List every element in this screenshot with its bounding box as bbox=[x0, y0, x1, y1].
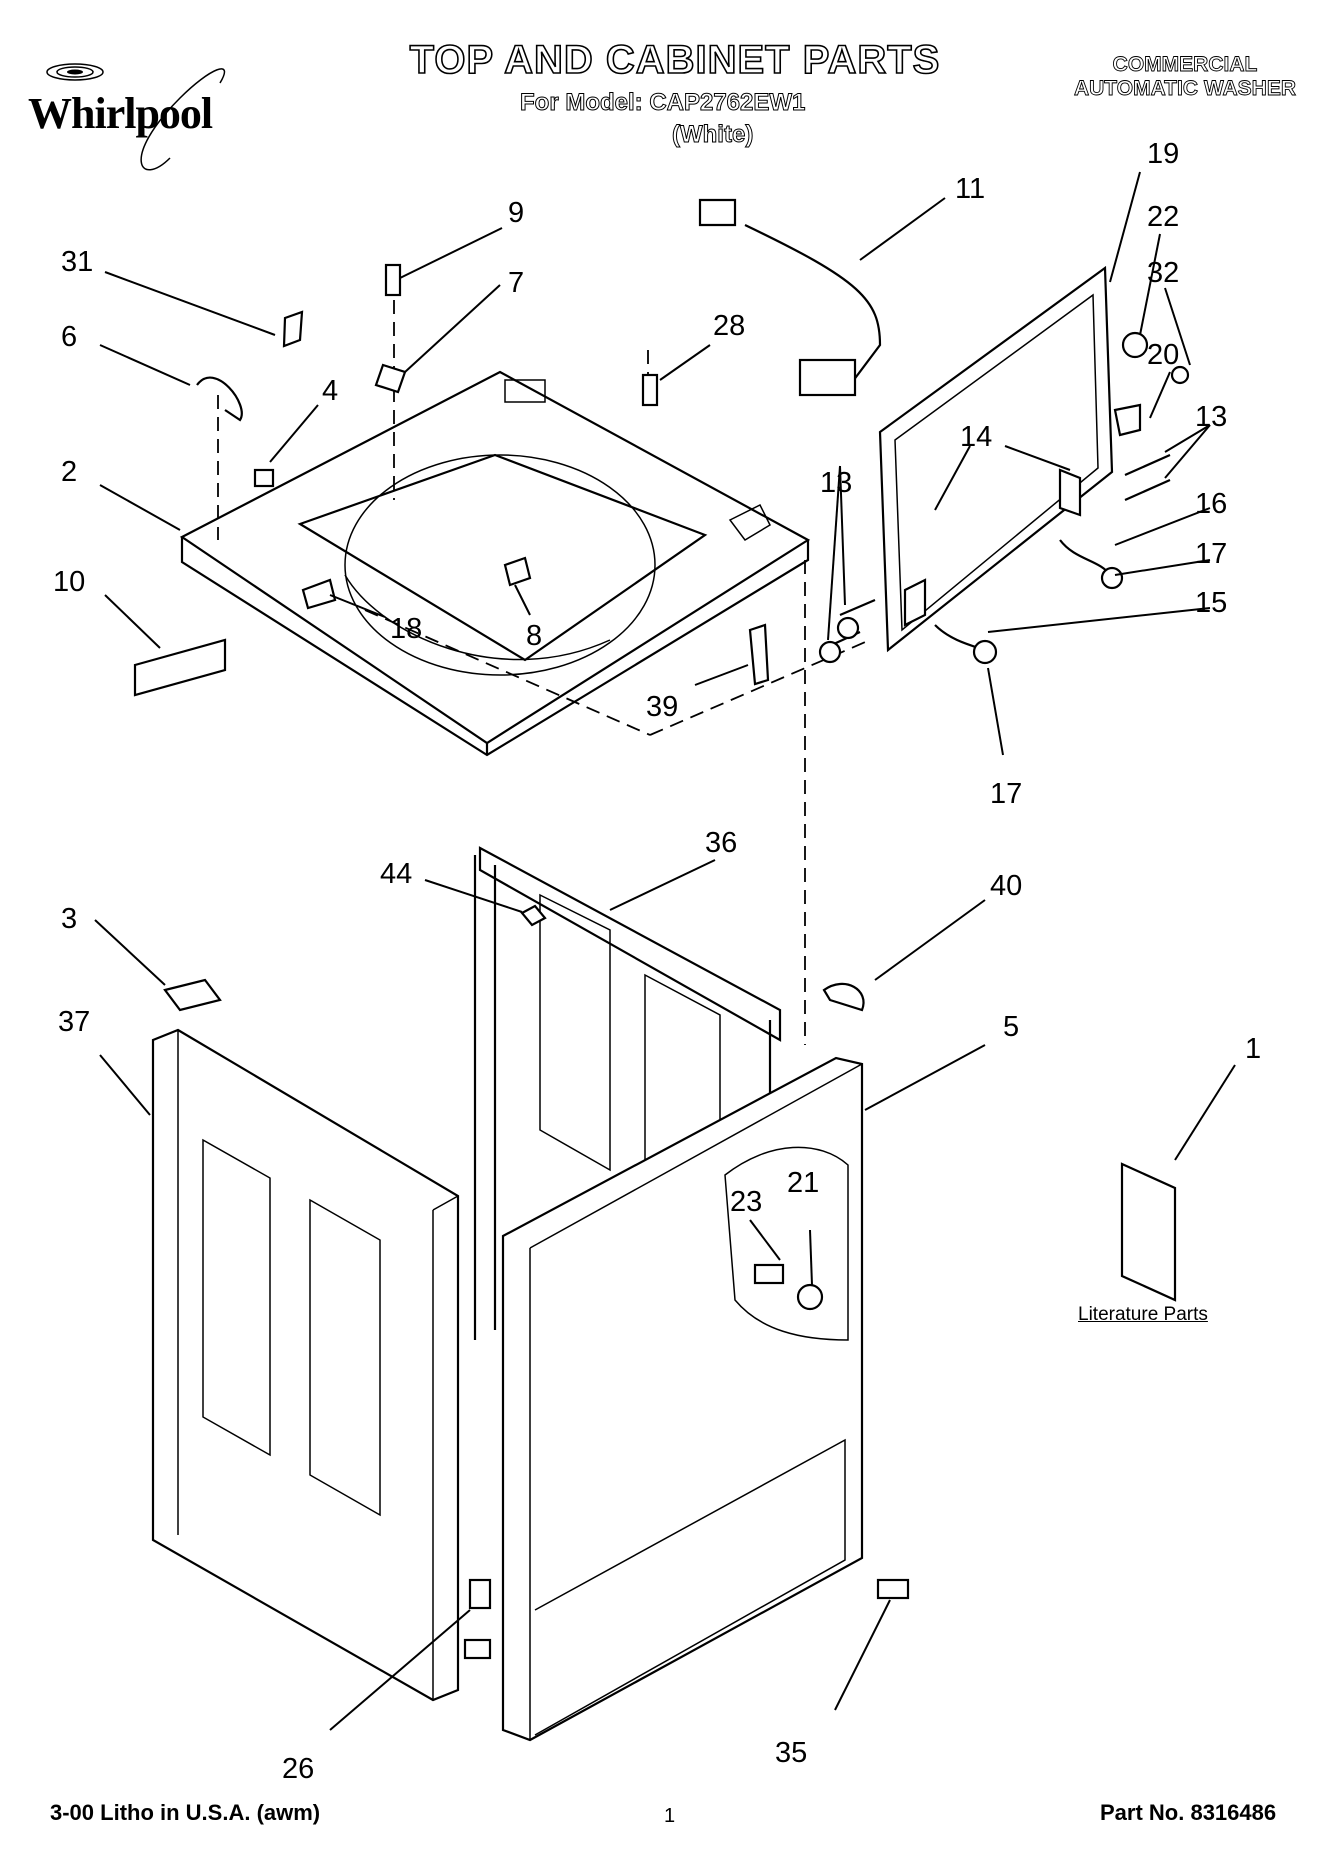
literature-parts-label: Literature Parts bbox=[1078, 1304, 1208, 1325]
callout-23: 23 bbox=[730, 1186, 762, 1218]
print-info: 3-00 Litho in U.S.A. (awm) bbox=[50, 1800, 321, 1825]
callout-28: 28 bbox=[713, 310, 745, 342]
callout-18: 18 bbox=[390, 613, 422, 645]
callout-2: 2 bbox=[61, 456, 77, 488]
leader-lines bbox=[94, 171, 1236, 1731]
callout-40: 40 bbox=[990, 870, 1022, 902]
product-type: COMMERCIAL AUTOMATIC WASHER bbox=[1040, 53, 1330, 101]
model-number: For Model: CAP2762EW1 bbox=[519, 89, 806, 117]
part-number: Part No. 8316486 bbox=[1100, 1800, 1277, 1825]
logo-swirl-icon bbox=[46, 63, 226, 171]
callout-13b: 13 bbox=[820, 467, 852, 499]
callout-15: 15 bbox=[1195, 587, 1227, 619]
callout-11: 11 bbox=[955, 173, 985, 205]
callout-36: 36 bbox=[705, 827, 737, 859]
callout-17b: 17 bbox=[990, 778, 1022, 810]
callout-3: 3 bbox=[61, 903, 77, 935]
callout-31: 31 bbox=[61, 246, 93, 278]
callout-labels: 31 9 7 6 4 2 28 11 19 22 32 20 13 14 16 … bbox=[53, 138, 1261, 1785]
rear-panel-frame-part bbox=[878, 265, 1114, 653]
callout-9: 9 bbox=[508, 197, 524, 229]
callout-10: 10 bbox=[53, 566, 85, 598]
callout-8: 8 bbox=[526, 620, 542, 652]
callout-7: 7 bbox=[508, 267, 524, 299]
callout-6: 6 bbox=[61, 321, 77, 353]
callout-17a: 17 bbox=[1195, 538, 1227, 570]
page-number: 1 bbox=[664, 1805, 676, 1827]
callout-14: 14 bbox=[960, 421, 992, 453]
callout-13a: 13 bbox=[1195, 401, 1227, 433]
whirlpool-logo: Whirlpool bbox=[20, 38, 270, 198]
small-parts bbox=[133, 198, 1190, 1660]
callout-37: 37 bbox=[58, 1006, 90, 1038]
rear-cabinet-panel-part bbox=[473, 846, 782, 1340]
callout-44: 44 bbox=[380, 858, 412, 890]
callout-20: 20 bbox=[1147, 339, 1179, 371]
callout-22: 22 bbox=[1147, 201, 1179, 233]
callout-1: 1 bbox=[1245, 1033, 1261, 1065]
brand-name: Whirlpool bbox=[28, 89, 213, 138]
callout-35: 35 bbox=[775, 1737, 807, 1769]
callout-5: 5 bbox=[1003, 1011, 1019, 1043]
callout-39: 39 bbox=[646, 691, 678, 723]
left-side-panel-part bbox=[151, 1028, 460, 1702]
page-title: TOP AND CABINET PARTS bbox=[409, 37, 941, 83]
callout-21: 21 bbox=[787, 1167, 819, 1199]
callout-32: 32 bbox=[1147, 257, 1179, 289]
callout-19: 19 bbox=[1147, 138, 1179, 170]
top-panel-part bbox=[179, 370, 811, 757]
callout-26: 26 bbox=[282, 1753, 314, 1785]
product-line-1: COMMERCIAL bbox=[1112, 53, 1258, 77]
color-note: (White) bbox=[671, 121, 754, 149]
product-line-2: AUTOMATIC WASHER bbox=[1073, 77, 1297, 101]
callout-16: 16 bbox=[1195, 488, 1227, 520]
callout-4: 4 bbox=[322, 375, 338, 407]
front-cabinet-panel-part bbox=[501, 1056, 864, 1742]
